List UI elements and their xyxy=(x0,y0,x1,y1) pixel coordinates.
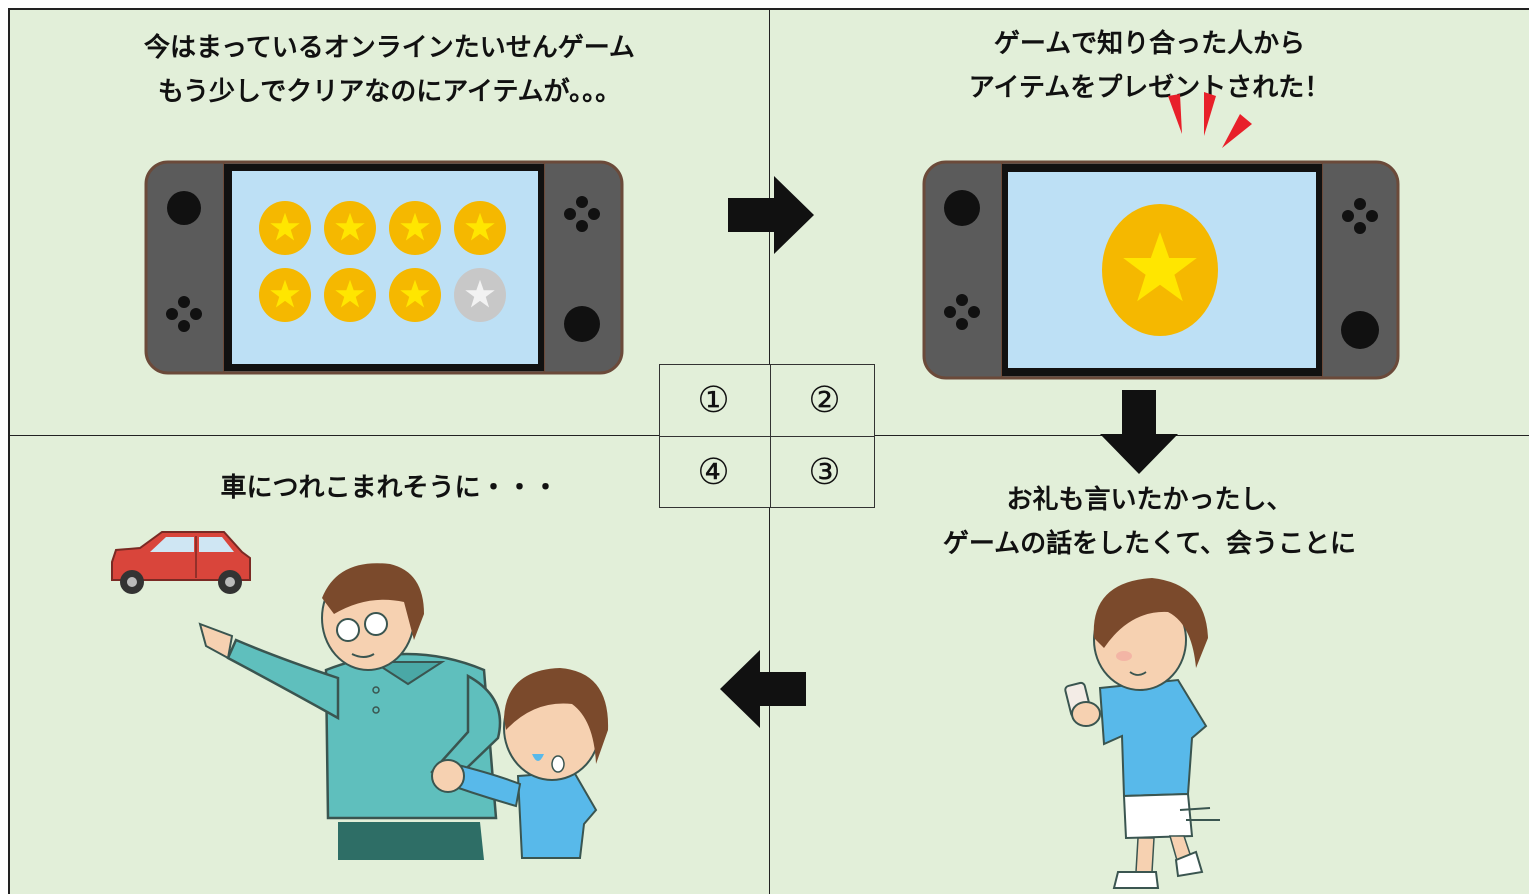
grid-cell-3: ③ xyxy=(808,452,841,493)
panel-1-line-2: もう少しでクリアなのにアイテムが。。。 xyxy=(157,77,622,107)
panel-4-line-1: 車につれこまれそうに・・・ xyxy=(220,473,559,503)
frame-top xyxy=(8,8,1529,10)
panel-2-caption: ゲームで知り合った人から アイテムをプレゼントされた！ xyxy=(770,22,1529,110)
panel-3-line-1: お礼も言いたかったし、 xyxy=(1006,485,1293,515)
panel-order-grid: ① ② ④ ③ xyxy=(659,364,875,508)
panel-3-caption: お礼も言いたかったし、 ゲームの話をしたくて、会うことに xyxy=(770,478,1529,566)
grid-cell-4: ④ xyxy=(697,452,730,493)
grid-divider-horizontal xyxy=(660,436,874,437)
panel-4-caption: 車につれこまれそうに・・・ xyxy=(10,466,769,510)
frame-left xyxy=(8,8,10,894)
panel-1-caption: 今はまっているオンラインたいせんゲーム もう少しでクリアなのにアイテムが。。。 xyxy=(10,26,769,114)
panel-3-line-2: ゲームの話をしたくて、会うことに xyxy=(942,529,1357,559)
crying-boy-icon xyxy=(431,668,609,859)
grid-cell-2: ② xyxy=(808,380,841,421)
car-icon xyxy=(111,531,251,594)
arrow-down-icon xyxy=(1100,390,1178,474)
grid-cell-1: ① xyxy=(697,380,730,421)
man-pointing-icon xyxy=(198,563,502,860)
panel-1-line-1: 今はまっているオンラインたいせんゲーム xyxy=(144,33,635,63)
panel-2-line-1: ゲームで知り合った人から xyxy=(993,29,1306,59)
boy-with-phone-icon xyxy=(1064,578,1220,889)
surprise-marks-icon xyxy=(1168,92,1252,148)
game-console-icon-2 xyxy=(922,160,1400,380)
panel-2-line-2: アイテムをプレゼントされた！ xyxy=(968,73,1331,103)
arrow-left-icon xyxy=(720,650,806,728)
game-console-icon xyxy=(144,160,624,375)
arrow-right-icon xyxy=(728,176,814,254)
